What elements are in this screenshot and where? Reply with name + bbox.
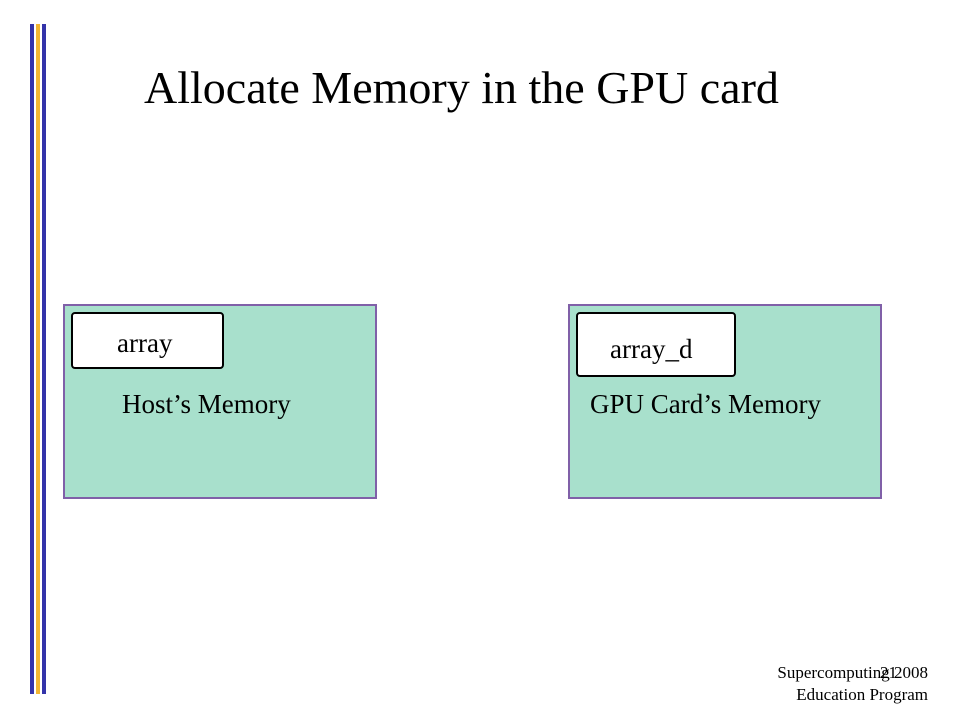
slide-title: Allocate Memory in the GPU card: [144, 62, 779, 113]
footer-credit: Supercomputing 2008 Education Program: [777, 662, 928, 706]
page-number: 21: [880, 663, 897, 682]
gpu-array-variable: array_d: [576, 312, 736, 377]
side-bar-gold: [36, 24, 40, 694]
host-array-variable: array: [71, 312, 224, 369]
footer-line-1: Supercomputing 2008: [777, 663, 928, 682]
footer-line-2: Education Program: [796, 685, 928, 704]
side-bar-blue-left: [30, 24, 34, 694]
gpu-memory-label: GPU Card’s Memory: [590, 389, 821, 419]
side-bar-blue-right: [42, 24, 46, 694]
host-memory-label: Host’s Memory: [122, 389, 291, 419]
